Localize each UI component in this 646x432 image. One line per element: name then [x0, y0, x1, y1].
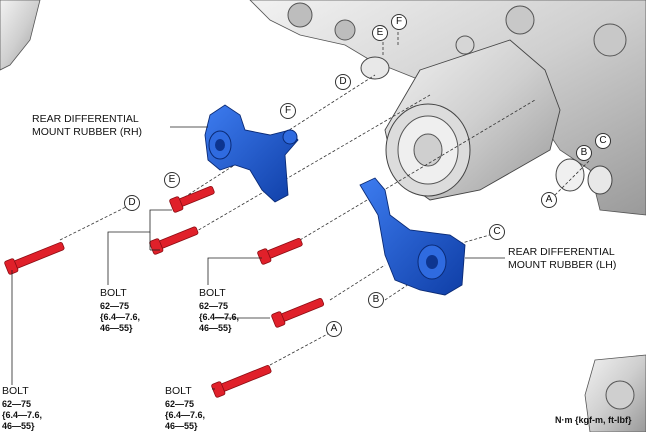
bolt-spec-1-torque-ftlbf: 46—55} [100, 323, 133, 333]
bolt-spec-3-title: BOLT [2, 385, 29, 397]
bolt-spec-2-torque-kgf: {6.4—7.6, [199, 312, 240, 322]
callout-d-top: D [335, 74, 351, 90]
bolt-spec-2-title: BOLT [199, 287, 226, 299]
bolt-icon [4, 186, 325, 398]
bolt-spec-4-torque-nm: 62—75 [165, 399, 195, 409]
callout-b-right: B [576, 145, 592, 161]
label-mount-rh-line1: REAR DIFFERENTIAL [32, 113, 139, 125]
callout-d-left: D [124, 195, 140, 211]
bolt-spec-1-torque-kgf: {6.4—7.6, [100, 312, 141, 322]
callout-f-top: F [391, 14, 407, 30]
bolt-spec-3-torque-ftlbf: 46—55} [2, 421, 35, 431]
label-mount-lh-line1: REAR DIFFERENTIAL [508, 246, 615, 258]
bolt-spec-2-torque-nm: 62—75 [199, 301, 229, 311]
bolt-spec-3-torque-nm: 62—75 [2, 399, 32, 409]
units-note: N·m {kgf-m, ft-lbf} [555, 415, 632, 425]
bolt-spec-4-torque-kgf: {6.4—7.6, [165, 410, 206, 420]
label-mount-rh-line2: MOUNT RUBBER (RH) [32, 126, 143, 138]
lower-corner-part-icon [584, 354, 646, 432]
callout-e-top: E [372, 25, 388, 41]
callout-a-right: A [541, 192, 557, 208]
callout-c-mount: C [489, 224, 505, 240]
differential-housing-icon [384, 35, 585, 201]
callout-e-mount: E [164, 172, 180, 188]
callout-a-lower: A [326, 321, 342, 337]
mount-rubber-lh-icon [359, 177, 466, 296]
subframe-icon [0, 0, 646, 216]
callout-b-mount: B [368, 292, 384, 308]
bolt-spec-3-torque-kgf: {6.4—7.6, [2, 410, 43, 420]
bolt-spec-4-title: BOLT [165, 385, 192, 397]
leader-lines [11, 126, 505, 390]
callout-f-mount: F [280, 103, 296, 119]
label-mount-lh-line2: MOUNT RUBBER (LH) [508, 259, 617, 271]
mount-rubber-rh-icon [204, 104, 299, 203]
bolt-spec-2-torque-ftlbf: 46—55} [199, 323, 232, 333]
callout-c-right: C [595, 133, 611, 149]
bolt-spec-1-title: BOLT [100, 287, 127, 299]
bolt-spec-4-torque-ftlbf: 46—55} [165, 421, 198, 431]
bolt-spec-1-torque-nm: 62—75 [100, 301, 130, 311]
